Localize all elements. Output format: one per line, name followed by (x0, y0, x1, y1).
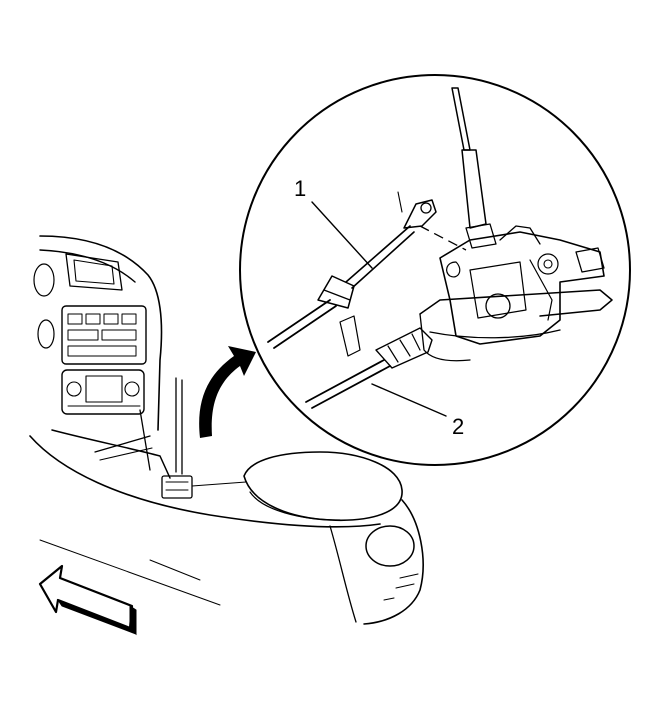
front-direction-arrow-icon (38, 564, 137, 636)
vehicle-interior-overview (29, 235, 424, 625)
shift-cable-1 (267, 191, 467, 349)
detail-view-circle (239, 74, 631, 466)
shifter-assembly (419, 87, 613, 362)
callout-2: 2 (371, 383, 464, 439)
callout-1: 1 (294, 176, 373, 269)
curved-arrow-icon (199, 346, 256, 438)
callout-1-label: 1 (294, 176, 306, 201)
shift-cable-2 (305, 315, 433, 409)
callout-2-label: 2 (452, 414, 464, 439)
